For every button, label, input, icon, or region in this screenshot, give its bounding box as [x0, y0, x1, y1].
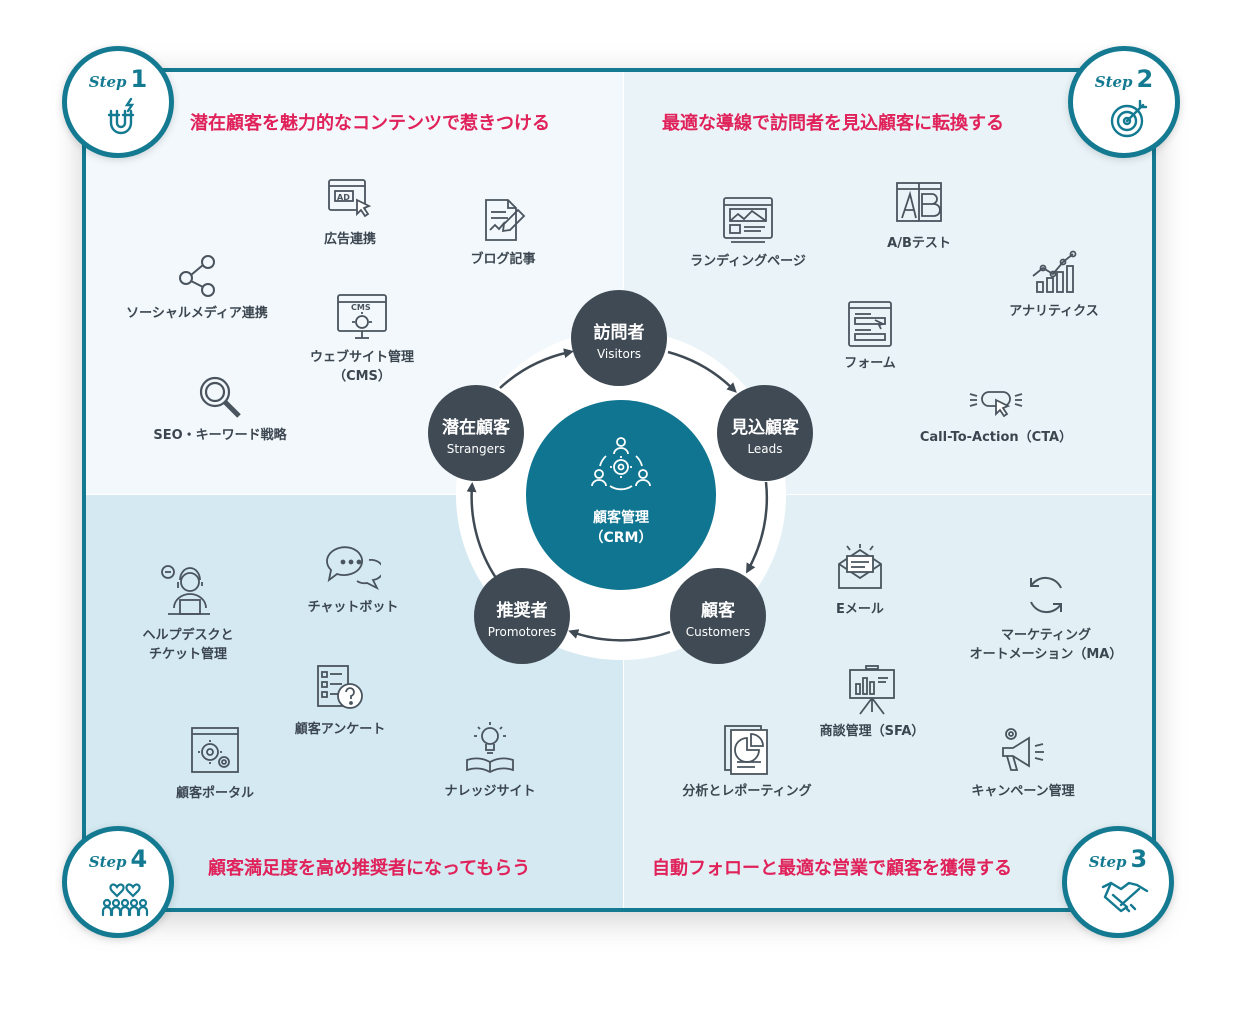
step-number: 1 [130, 65, 148, 93]
helpdesk-icon [161, 565, 210, 615]
automation-icon [1030, 576, 1062, 614]
item-social: ソーシャルメディア連携 [97, 250, 297, 323]
svg-text:CMS: CMS [351, 303, 371, 312]
item-survey: 顧客アンケート [240, 664, 440, 739]
item-automation: マーケティング オートメーション（MA） [946, 570, 1146, 664]
cta-icon [969, 391, 1023, 418]
svg-text:AD: AD [337, 193, 350, 202]
community-hearts-icon [101, 883, 149, 917]
item-campaign: キャンペーン管理 [923, 724, 1123, 801]
item-sfa: 商談管理（SFA） [772, 664, 972, 741]
step-number: 3 [1130, 845, 1148, 873]
chat-icon [326, 546, 381, 591]
arrow-leads-to-customers [746, 481, 769, 574]
landing-page-icon [723, 197, 773, 243]
item-form: フォーム [770, 300, 970, 373]
item-cms: CMS ウェブサイト管理 （CMS） [262, 292, 462, 386]
cms-icon: CMS [337, 294, 387, 339]
item-analytics: アナリティクス [954, 248, 1154, 321]
item-chatbot: チャットボット [253, 542, 453, 617]
step-2-heading: 最適な導線で訪問者を見込顧客に転換する [662, 113, 1004, 134]
target-icon [1110, 99, 1148, 138]
arrow-customers-to-promoters [568, 629, 671, 642]
item-knowledge: ナレッジサイト [390, 720, 590, 801]
step-4-heading: 顧客満足度を高め推奨者になってもらう [208, 858, 531, 879]
handshake-icon [1101, 881, 1149, 913]
item-email: Eメール [760, 542, 960, 619]
item-cta: Call-To-Action（CTA） [896, 386, 1096, 447]
step-word: Step [88, 853, 127, 871]
item-ab-test: A/Bテスト [819, 180, 1019, 253]
item-ad: AD 広告連携 [250, 176, 450, 249]
email-icon [838, 544, 882, 589]
step-number: 4 [130, 845, 148, 873]
portal-icon [191, 727, 239, 773]
item-portal: 顧客ポータル [115, 724, 315, 803]
crm-label: 顧客管理 （CRM） [589, 510, 653, 546]
megaphone-icon [1002, 728, 1044, 771]
item-seo: SEO・キーワード戦略 [120, 372, 320, 445]
presentation-icon [849, 665, 895, 715]
magnet-icon [107, 97, 135, 135]
item-report: 分析とレポーティング [647, 724, 847, 801]
survey-icon [317, 665, 363, 709]
knowledge-icon [466, 722, 514, 774]
step-1-heading: 潜在顧客を魅力的なコンテンツで惹きつける [190, 113, 550, 134]
crm-center: 顧客管理 （CRM） [526, 400, 716, 590]
form-icon [848, 301, 892, 347]
blog-icon [485, 199, 526, 241]
share-icon [179, 255, 215, 297]
arrow-promoters-to-strangers [466, 482, 498, 579]
crm-team-icon [591, 437, 651, 491]
ab-test-icon [896, 182, 942, 222]
arrow-strangers-to-visitors [499, 348, 574, 389]
arrow-visitors-to-leads [667, 350, 737, 393]
step-number: 2 [1136, 65, 1154, 93]
item-blog: ブログ記事 [403, 196, 603, 269]
magnifier-icon [199, 376, 241, 418]
ad-icon: AD [328, 179, 372, 218]
step-3-heading: 自動フォローと最適な営業で顧客を獲得する [652, 858, 1012, 879]
step-word: Step [1088, 853, 1127, 871]
item-helpdesk: ヘルプデスクと チケット管理 [88, 564, 288, 664]
step-word: Step [1094, 73, 1133, 91]
item-landing-page: ランディングページ [648, 194, 848, 271]
report-icon [724, 725, 768, 775]
analytics-icon [1032, 250, 1077, 293]
step-word: Step [88, 73, 127, 91]
